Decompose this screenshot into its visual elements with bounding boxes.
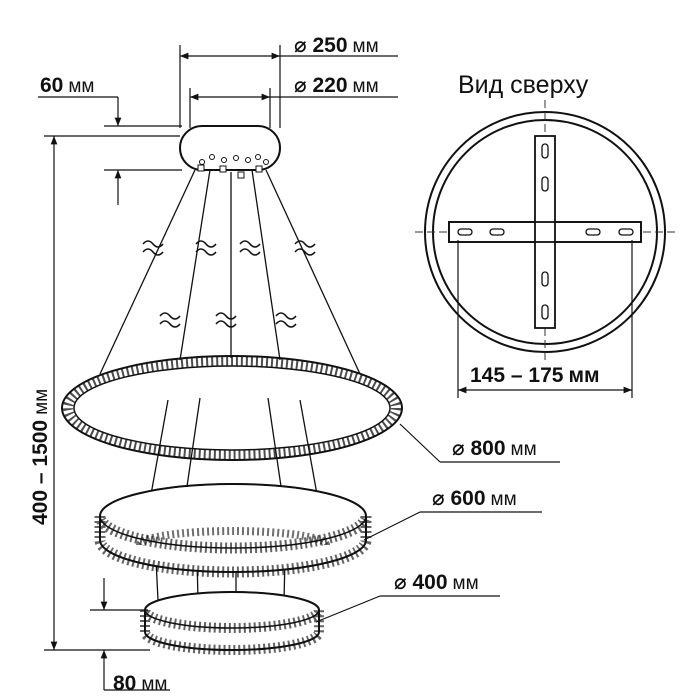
canopy xyxy=(179,125,281,179)
mounting-cross-bar xyxy=(448,135,642,329)
canopy-body xyxy=(179,125,281,171)
height-dimensions xyxy=(44,135,180,691)
mounting-slots xyxy=(457,143,634,320)
top-view-title: Вид сверху xyxy=(458,71,589,99)
ring-small xyxy=(140,591,324,655)
canopy-dimensions xyxy=(38,45,398,205)
canopy-screws xyxy=(197,154,269,179)
ring-leaders xyxy=(315,423,560,623)
ring-large xyxy=(61,355,403,461)
ring-medium xyxy=(94,483,372,578)
cable-break-marks xyxy=(142,240,316,328)
total-height-label: 400 – 1500мм xyxy=(29,389,52,525)
mount-span-dimension xyxy=(457,240,633,398)
